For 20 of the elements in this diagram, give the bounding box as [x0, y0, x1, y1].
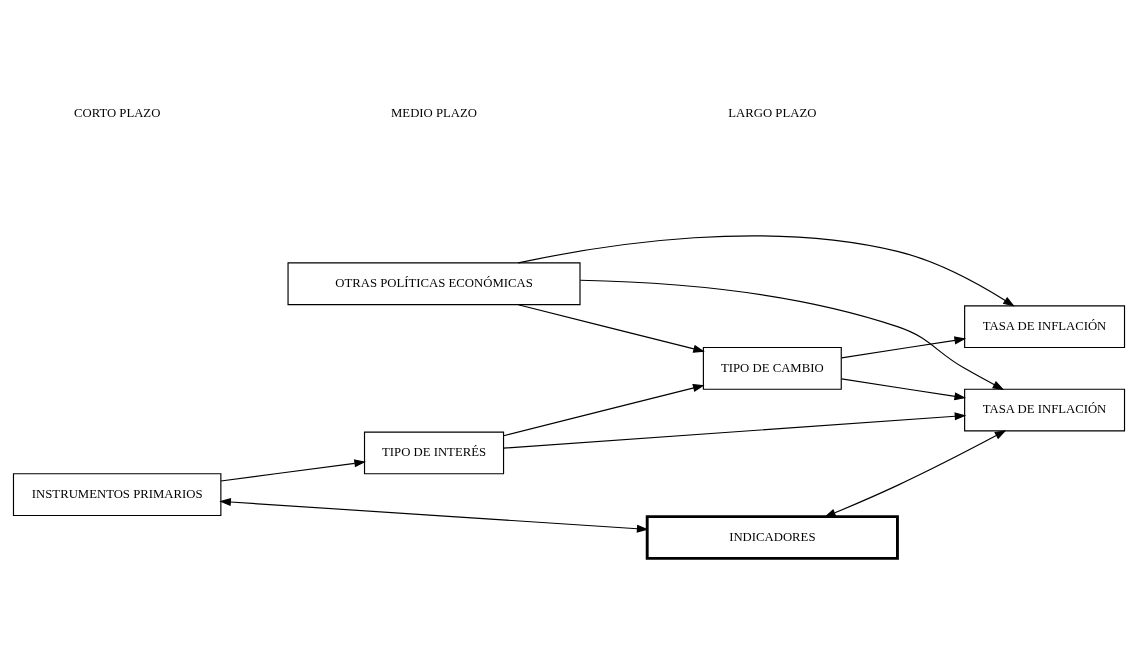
- node-box: INSTRUMENTOS PRIMARIOS: [12, 472, 222, 516]
- arrow: [220, 458, 366, 482]
- node-box: INDICADORES: [645, 514, 899, 560]
- arrow: [219, 497, 649, 533]
- node-box: TIPO DE CAMBIO: [702, 346, 842, 390]
- arrow: [517, 234, 1015, 307]
- arrow: [517, 303, 705, 353]
- node-box: TASA DE INFLACIÓN: [964, 388, 1126, 431]
- arrow: [841, 335, 967, 358]
- arrow: [824, 429, 1007, 517]
- node-box: OTRAS POLÍTICAS ECONÓMICAS: [287, 261, 581, 305]
- arrow: [841, 377, 967, 400]
- node-box: TASA DE INFLACIÓN: [964, 304, 1126, 348]
- node-box: TIPO DE INTERÉS: [363, 431, 505, 474]
- arrow: [579, 279, 1005, 390]
- arrow: [503, 411, 967, 449]
- label: LARGO PLAZO: [728, 105, 817, 120]
- label: MEDIO PLAZO: [391, 105, 478, 120]
- label: CORTO PLAZO: [73, 105, 161, 120]
- arrow: [503, 383, 705, 436]
